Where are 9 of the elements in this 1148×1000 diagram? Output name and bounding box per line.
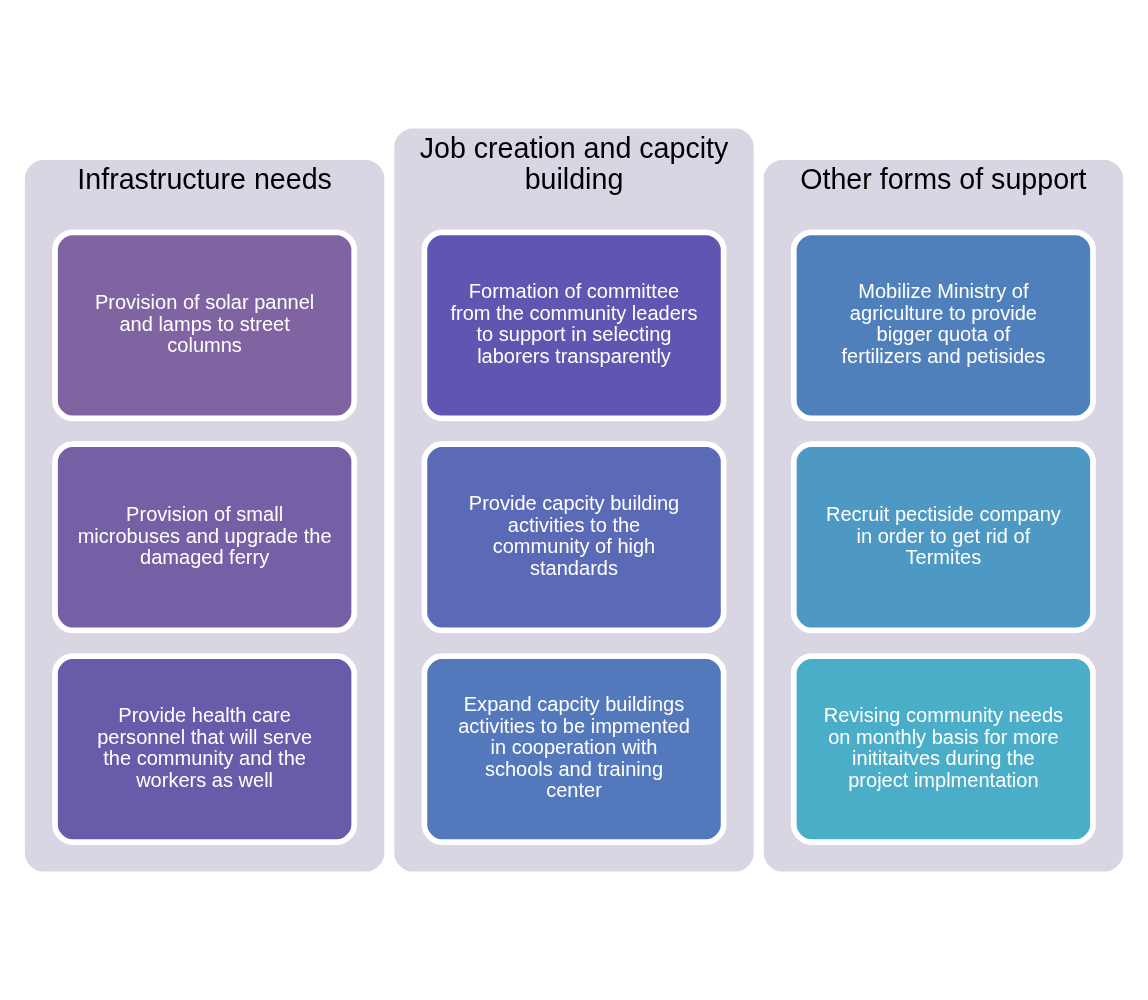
node-box: Provision of solar pannel and lamps to street columns [52,229,358,422]
node-box: Provision of small microbuses and upgrade the damaged ferry [52,441,358,634]
node-box: Formation of committee from the community leaders to support in selecting laborers transparently [421,229,727,422]
node-box: Provide health care personnel that will serve the community and the workers as well [52,653,358,846]
node-box: Recruit pectiside company in order to get rid of Termites [790,441,1096,634]
node-box: Provide capcity building activities to the community of high standards [421,441,727,634]
node-box: Expand capcity buildings activities to be impmented in cooperation with schools and training center [421,653,727,846]
node-box: Mobilize Ministry of agriculture to provide bigger quota of fertilizers and petisides [790,229,1096,422]
node-box: Revising community needs on monthly basis for more inititaitves during the project implmentation [790,653,1096,846]
